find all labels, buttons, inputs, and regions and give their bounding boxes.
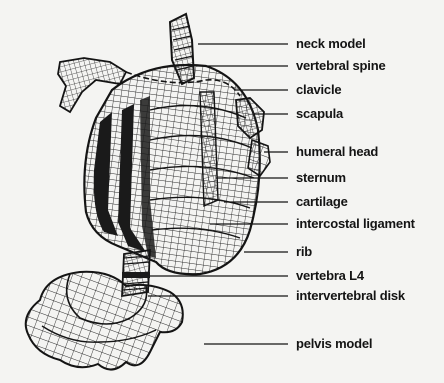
label-vertebra-l4: vertebra L4: [296, 268, 364, 283]
label-pelvis-model: pelvis model: [296, 336, 372, 351]
label-rib: rib: [296, 244, 312, 259]
label-intercostal-ligament: intercostal ligament: [296, 216, 415, 231]
label-intervertebral-disk: intervertebral disk: [296, 288, 405, 303]
pelvis-model-shape: [26, 272, 183, 370]
rib-cage-shape: [84, 65, 259, 274]
label-clavicle: clavicle: [296, 82, 341, 97]
label-scapula: scapula: [296, 106, 343, 121]
label-sternum: sternum: [296, 170, 346, 185]
label-vertebral-spine: vertebral spine: [296, 58, 386, 73]
label-cartilage: cartilage: [296, 194, 348, 209]
label-neck-model: neck model: [296, 36, 366, 51]
label-humeral-head: humeral head: [296, 144, 378, 159]
